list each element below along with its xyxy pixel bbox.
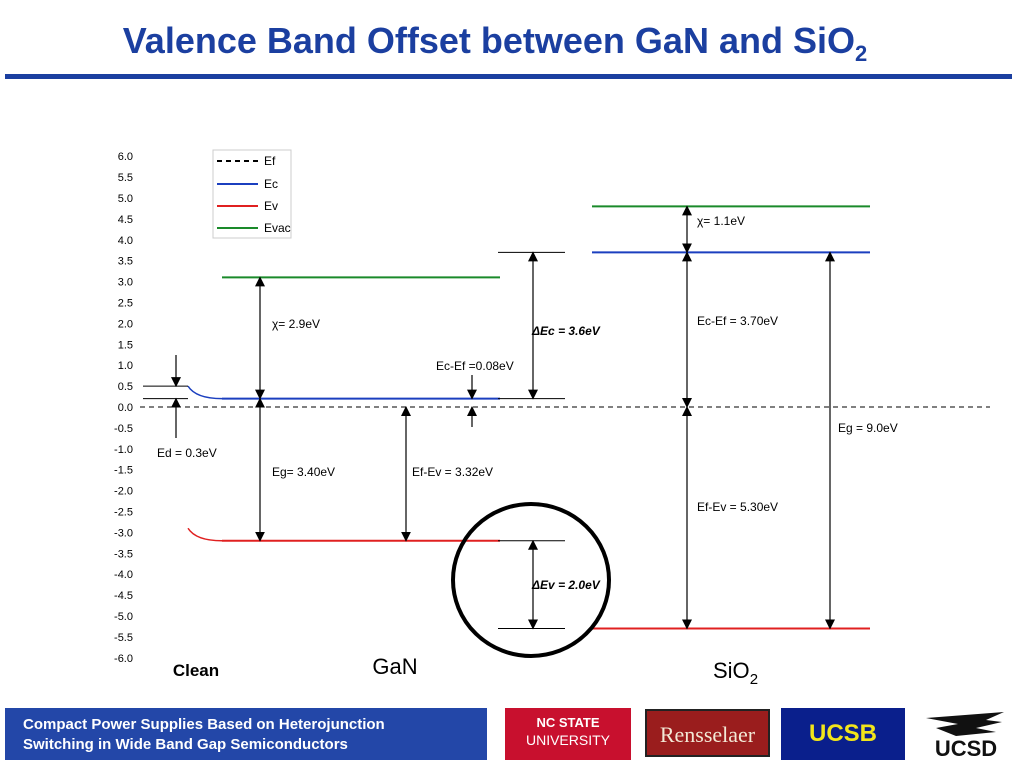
eg-gan-label: Eg= 3.40eV [272,465,335,479]
y-tick-label: -2.0 [114,486,133,498]
y-tick-label: 1.0 [118,360,133,372]
region-label-sio2-main: SiO [713,658,750,683]
footer-line-1: Compact Power Supplies Based on Heteroju… [23,716,385,733]
ucsb-logo: UCSB [781,708,905,760]
ncstate-line-1: NC STATE [536,715,600,730]
y-tick-label: 2.5 [118,298,133,310]
y-tick-label: 3.5 [118,256,133,268]
ed-label: Ed = 0.3eV [157,446,217,460]
delta-ec-label: ΔEc = 3.6eV [531,324,601,338]
legend-label-ev: Ev [264,199,278,213]
footer-line-2: Switching in Wide Band Gap Semiconductor… [23,736,348,753]
y-tick-label: 4.5 [118,214,133,226]
y-tick-label: -3.5 [114,548,133,560]
ncstate-line-2: UNIVERSITY [525,732,610,748]
ncstate-logo: NC STATE UNIVERSITY [505,708,631,760]
chi-sio2-label: χ= 1.1eV [697,214,745,228]
y-tick-label: -4.0 [114,569,133,581]
region-label-clean: Clean [173,661,219,680]
page-title: Valence Band Offset between GaN and SiO2 [0,20,990,67]
region-label-sio2-sub: 2 [750,671,758,688]
gan-clean-ev-curve [187,527,223,542]
efev-sio2-label: Ef-Ev = 5.30eV [697,500,778,514]
y-axis-ticks: 6.0 5.5 5.0 4.5 4.0 3.5 3.0 2.5 2.0 1.5 1.0 0.5 0.0 -… [114,151,133,665]
y-tick-label: -6.0 [114,653,133,665]
y-tick-label: 2.0 [118,318,133,330]
band-diagram: 6.0 5.5 5.0 4.5 4.0 3.5 3.0 2.5 2.0 1.5 1.0 0.5 0.0 -… [114,149,990,688]
highlight-circle [451,502,611,658]
title-divider [5,74,1012,79]
ecef-sio2-label: Ec-Ef = 3.70eV [697,314,778,328]
eg-sio2-label: Eg = 9.0eV [838,421,898,435]
y-tick-label: 4.0 [118,235,133,247]
legend-label-evac: Evac [264,221,291,235]
region-label-gan: GaN [372,654,417,679]
y-tick-label: 3.0 [118,277,133,289]
legend-label-ec: Ec [264,177,278,191]
ecef-gan-label: Ec-Ef =0.08eV [436,359,514,373]
y-tick-label: -2.5 [114,507,133,519]
arrows [171,205,835,630]
y-tick-label: -5.0 [114,611,133,623]
title-subscript: 2 [854,41,868,67]
rensselaer-logo: Rensselaer [645,709,770,757]
title-main: Valence Band Offset between GaN and SiO [122,20,855,61]
region-label-sio2: SiO2 [713,658,758,688]
y-tick-label: 0.0 [118,402,133,414]
annotation-labels: Ed = 0.3eV χ= 2.9eV Eg= 3.40eV Ec-Ef =0.08e… [157,214,898,688]
footer-text: Compact Power Supplies Based on Heteroju… [23,715,385,755]
legend-label-ef: Ef [264,154,276,168]
y-tick-label: -3.0 [114,527,133,539]
y-tick-label: 0.5 [118,381,133,393]
ucsd-text: UCSD [935,736,997,761]
legend-box [212,149,292,239]
y-tick-label: -4.5 [114,590,133,602]
delta-ev-label: ΔEv = 2.0eV [531,578,601,592]
y-tick-label: 5.0 [118,193,133,205]
y-tick-label: -5.5 [114,632,133,644]
y-tick-label: -1.5 [114,465,133,477]
chi-gan-label: χ= 2.9eV [272,317,320,331]
footer-banner [5,708,487,760]
efev-gan-label: Ef-Ev = 3.32eV [412,465,493,479]
band-lines [140,205,990,630]
ucsd-logo: UCSD [926,712,1004,761]
y-tick-label: 1.5 [118,339,133,351]
y-tick-label: -1.0 [114,444,133,456]
y-tick-label: -0.5 [114,423,133,435]
y-tick-label: 6.0 [118,151,133,163]
y-tick-label: 5.5 [118,172,133,184]
gan-clean-ec-curve [187,385,223,400]
